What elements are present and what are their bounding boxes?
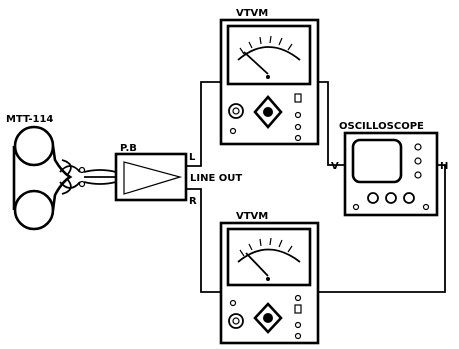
right-out-to-bottom-vtvm [186, 188, 221, 293]
oscilloscope-control-1 [414, 143, 422, 151]
vtvm-top-selector-knob [253, 95, 283, 129]
oscilloscope [343, 131, 439, 217]
tape-machine [12, 125, 117, 231]
playback-amplifier [114, 152, 188, 202]
vtvm-bottom-meter-window [226, 227, 312, 287]
takeup-reel [13, 189, 55, 231]
head-to-playback-wire [83, 169, 117, 185]
supply-reel [13, 125, 55, 167]
oscilloscope-terminal-left [352, 203, 360, 211]
vtvm-bottom-meter-scale [237, 248, 301, 263]
vtvm-top-zero-adjust [266, 75, 270, 79]
scope-v-input-label: V [331, 161, 339, 172]
playback-label: P.B [120, 143, 137, 154]
bottom-vtvm-to-scope-h [318, 164, 446, 293]
vtvm-top [219, 18, 320, 146]
vtvm-bottom-range-knob [228, 313, 244, 329]
oscilloscope-crt-screen [351, 138, 403, 184]
oscilloscope-knob-1 [367, 192, 379, 204]
oscilloscope-terminal-right [422, 203, 430, 211]
vtvm-top-meter-window [226, 24, 312, 86]
oscilloscope-label: OSCILLOSCOPE [339, 121, 424, 132]
vtvm-top-range-knob [228, 103, 244, 119]
left-out-to-top-vtvm [186, 81, 221, 167]
oscilloscope-knob-2 [385, 192, 397, 204]
vtvm-bottom [219, 221, 320, 345]
scope-h-input-label: H [440, 161, 448, 172]
vtvm-bottom-selector-knob [253, 302, 283, 334]
vtvm-bottom-switch [294, 304, 302, 314]
tape-path [12, 145, 73, 211]
oscilloscope-control-2 [414, 157, 422, 165]
vtvm-top-label: VTVM [236, 8, 268, 19]
tape-machine-label: MTT-114 [6, 114, 53, 125]
vtvm-bottom-needle [245, 252, 269, 277]
right-channel-label: R [189, 196, 197, 207]
tape-heads [59, 159, 86, 195]
left-channel-label: L [189, 152, 196, 163]
top-vtvm-to-scope-v [318, 81, 345, 166]
vtvm-bottom-label: VTVM [236, 211, 268, 222]
vtvm-bottom-zero-adjust [266, 277, 270, 281]
connection-wires [186, 81, 446, 293]
vtvm-top-needle [243, 51, 269, 75]
vtvm-top-switch [294, 93, 302, 103]
oscilloscope-control-3 [414, 171, 422, 179]
line-out-label: LINE OUT [190, 173, 242, 184]
vtvm-top-meter-scale [237, 46, 301, 61]
oscilloscope-knob-3 [403, 192, 415, 204]
amplifier-symbol [123, 161, 183, 195]
